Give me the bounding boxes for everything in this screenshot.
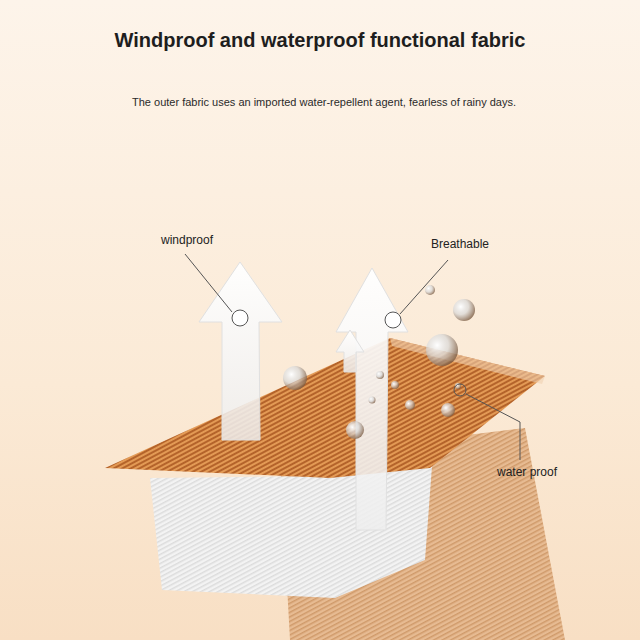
water-drops bbox=[283, 285, 475, 439]
membrane-layer bbox=[150, 466, 432, 598]
callout-label: Breathable bbox=[431, 237, 489, 251]
callout-label: water proof bbox=[497, 465, 557, 479]
subtitle-note: The outer fabric uses an imported water-… bbox=[4, 96, 640, 108]
wind-arrow bbox=[199, 262, 282, 440]
outer-layer bbox=[105, 338, 545, 478]
layer-edge bbox=[390, 338, 545, 384]
page-title: Windproof and waterproof functional fabr… bbox=[0, 29, 640, 52]
leader-lines bbox=[185, 254, 520, 460]
callout-label: windproof bbox=[161, 233, 213, 247]
breath-arrow bbox=[336, 268, 408, 530]
